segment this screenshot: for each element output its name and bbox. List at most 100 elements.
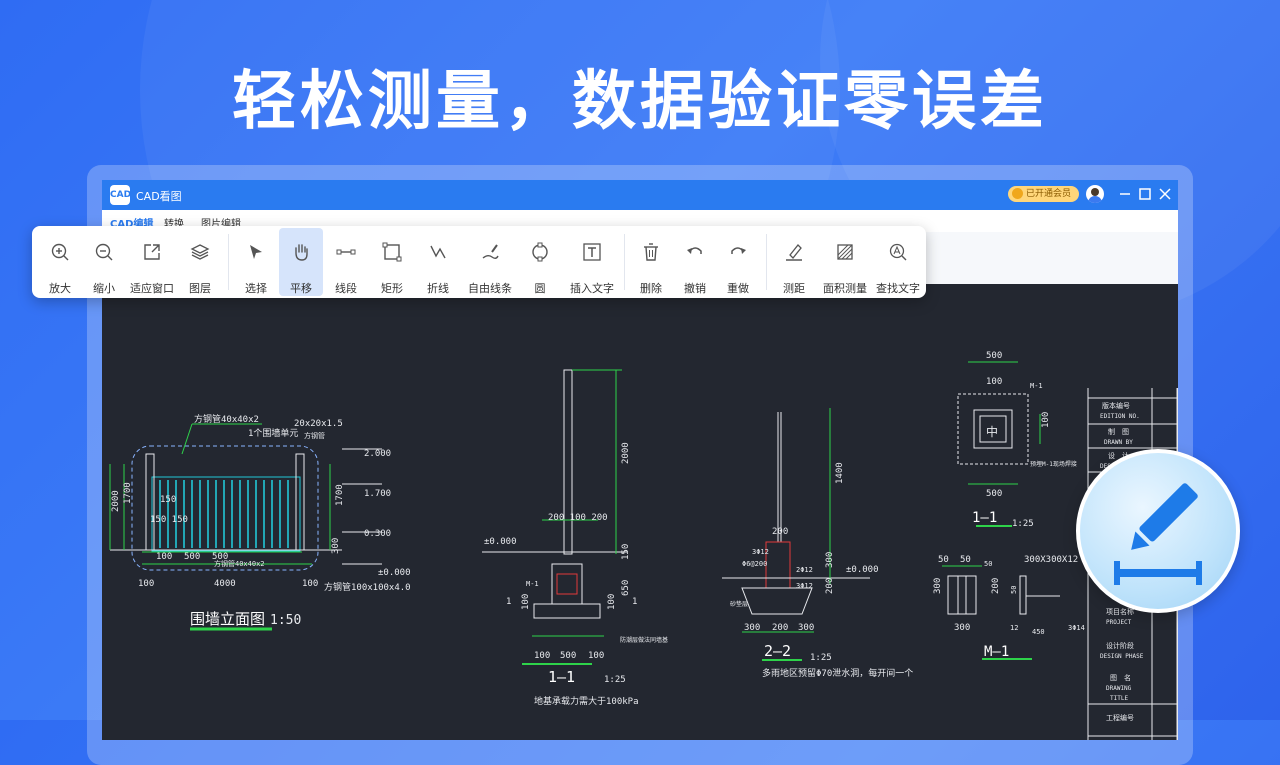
section-2-2	[722, 408, 870, 661]
tool-label: 查找文字	[876, 282, 920, 295]
s2-r6: Φ6@200	[742, 560, 767, 568]
fence-dim-100b: 100	[138, 579, 154, 589]
fence-dim-500b: 500	[212, 552, 228, 562]
s2-h1400: 1400	[835, 462, 845, 484]
fence-label-top-sub: 方钢管	[304, 431, 325, 440]
s2-d300b: 300	[798, 623, 814, 633]
plan-mark: M-1	[1030, 382, 1043, 390]
tb-drawing: 图 名	[1110, 673, 1131, 682]
s1-h650: 650	[621, 580, 631, 596]
fence-elev-0300: 0.300	[364, 529, 391, 539]
tool-circle[interactable]: 圆	[518, 228, 562, 296]
svg-text:DESIGN PHASE: DESIGN PHASE	[1100, 653, 1144, 660]
toolbar-separator	[624, 234, 625, 290]
s1-h2000: 2000	[621, 442, 631, 464]
s1-mark: M-1	[526, 580, 539, 588]
avatar[interactable]	[1086, 185, 1104, 203]
fence-label-unit: 1个围墙单元	[248, 427, 298, 439]
fence-title: 围墙立面图	[190, 610, 265, 628]
toolbar-separator	[766, 234, 767, 290]
tool-freehand[interactable]: 自由线条	[468, 228, 512, 296]
fence-dim-1700b: 1700	[335, 484, 345, 506]
tool-label: 重做	[727, 282, 749, 295]
tool-label: 测距	[783, 282, 805, 295]
s1-side2: 1	[632, 597, 637, 607]
fence-label-tube: 方钢管40x40x2	[194, 413, 259, 425]
fence-label-bottom: 方钢管40x40x2	[214, 559, 265, 568]
s2-d300a: 300	[744, 623, 760, 633]
m1-d12: 12	[1010, 624, 1018, 632]
vip-badge[interactable]: 已开通会员	[1008, 186, 1080, 202]
tool-area-measure[interactable]: 面积测量	[823, 228, 867, 296]
toolbar-separator	[228, 234, 229, 290]
s2-v300: 300	[825, 552, 835, 568]
s2-d200b: 200	[772, 623, 788, 633]
tool-zoom-in[interactable]: 放大	[38, 228, 82, 296]
plan-title: 1—1	[972, 510, 997, 526]
plan-d500b: 500	[986, 489, 1002, 499]
minimize-icon[interactable]	[1116, 185, 1134, 203]
plan-d100: 100	[986, 377, 1002, 387]
redo-icon	[731, 247, 746, 254]
m1-d50a: 50	[938, 555, 949, 565]
s2-r12a: 3Φ12	[752, 548, 769, 556]
s2-v200: 200	[825, 578, 835, 594]
fence-elevation	[109, 423, 382, 631]
page-headline: 轻松测量，数据验证零误差	[232, 65, 1048, 139]
menu-cad-edit[interactable]: CAD编辑	[110, 219, 154, 230]
fence-dim-100: 100	[156, 552, 172, 562]
close-icon[interactable]	[1156, 185, 1174, 203]
cad-drawing[interactable]: 方钢管40x40x2 1个围墙单元 20x20x1.5 方钢管 方钢管40x40…	[102, 284, 1178, 740]
maximize-icon[interactable]	[1136, 185, 1154, 203]
fence-dim-500a: 500	[184, 552, 200, 562]
m1-d200: 200	[991, 578, 1001, 594]
m1-d450: 450	[1032, 628, 1045, 636]
s1-note: 地基承载力需大于100kPa	[534, 695, 639, 707]
tool-pan[interactable]: 平移	[279, 228, 323, 296]
menu-convert[interactable]: 转换	[164, 219, 184, 230]
tool-zoom-out[interactable]: 缩小	[82, 228, 126, 296]
s1-d100b: 100	[588, 651, 604, 661]
tb-edition: 版本编号	[1102, 401, 1130, 410]
s1-d100: 100	[534, 651, 550, 661]
fence-dim-2000: 2000	[111, 490, 121, 512]
tool-undo[interactable]: 撤销	[673, 228, 717, 296]
s2-elev: ±0.000	[846, 565, 879, 575]
tool-label: 图层	[189, 282, 211, 295]
svg-text:DRAWING: DRAWING	[1106, 685, 1132, 692]
tool-line[interactable]: 线段	[324, 228, 368, 296]
tb-phase: 设计阶段	[1106, 641, 1134, 650]
tool-label: 折线	[427, 282, 449, 295]
tool-layers[interactable]: 图层	[178, 228, 222, 296]
tool-select[interactable]: 选择	[234, 228, 278, 296]
s2-scale: 1:25	[810, 653, 832, 663]
tool-find-text[interactable]: 查找文字	[876, 228, 920, 296]
m1-d300: 300	[933, 578, 943, 594]
plan-1-1	[957, 361, 1041, 527]
tool-delete[interactable]: 删除	[629, 228, 673, 296]
tool-label: 撤销	[684, 282, 706, 295]
s1-elev: ±0.000	[484, 537, 517, 547]
tool-insert-text[interactable]: 插入文字	[570, 228, 614, 296]
tool-label: 删除	[640, 282, 662, 295]
fence-dim-1700: 1700	[123, 482, 133, 504]
s2-title: 2—2	[764, 642, 791, 660]
s2-r12c: 3Φ12	[796, 582, 813, 590]
hand-icon	[295, 244, 308, 261]
section-1-1	[482, 369, 627, 665]
cad-canvas[interactable]: 方钢管40x40x2 1个围墙单元 20x20x1.5 方钢管 方钢管40x40…	[102, 284, 1178, 740]
s1-side: 1	[506, 597, 511, 607]
tool-polyline[interactable]: 折线	[416, 228, 460, 296]
fence-dim-150: 150	[160, 495, 176, 505]
find-text-icon	[889, 243, 907, 261]
tool-fit-window[interactable]: 适应窗口	[130, 228, 174, 296]
tool-redo[interactable]: 重做	[716, 228, 760, 296]
fence-elev-0000: ±0.000	[378, 568, 411, 578]
svg-text:EDITION NO.: EDITION NO.	[1100, 413, 1140, 420]
undo-icon	[687, 247, 702, 254]
menu-image-edit[interactable]: 图片编辑	[201, 219, 241, 230]
tool-measure-distance[interactable]: 测距	[772, 228, 816, 296]
tool-rectangle[interactable]: 矩形	[370, 228, 414, 296]
m1-size: 300X300X12	[1024, 555, 1078, 565]
area-icon	[837, 244, 853, 260]
